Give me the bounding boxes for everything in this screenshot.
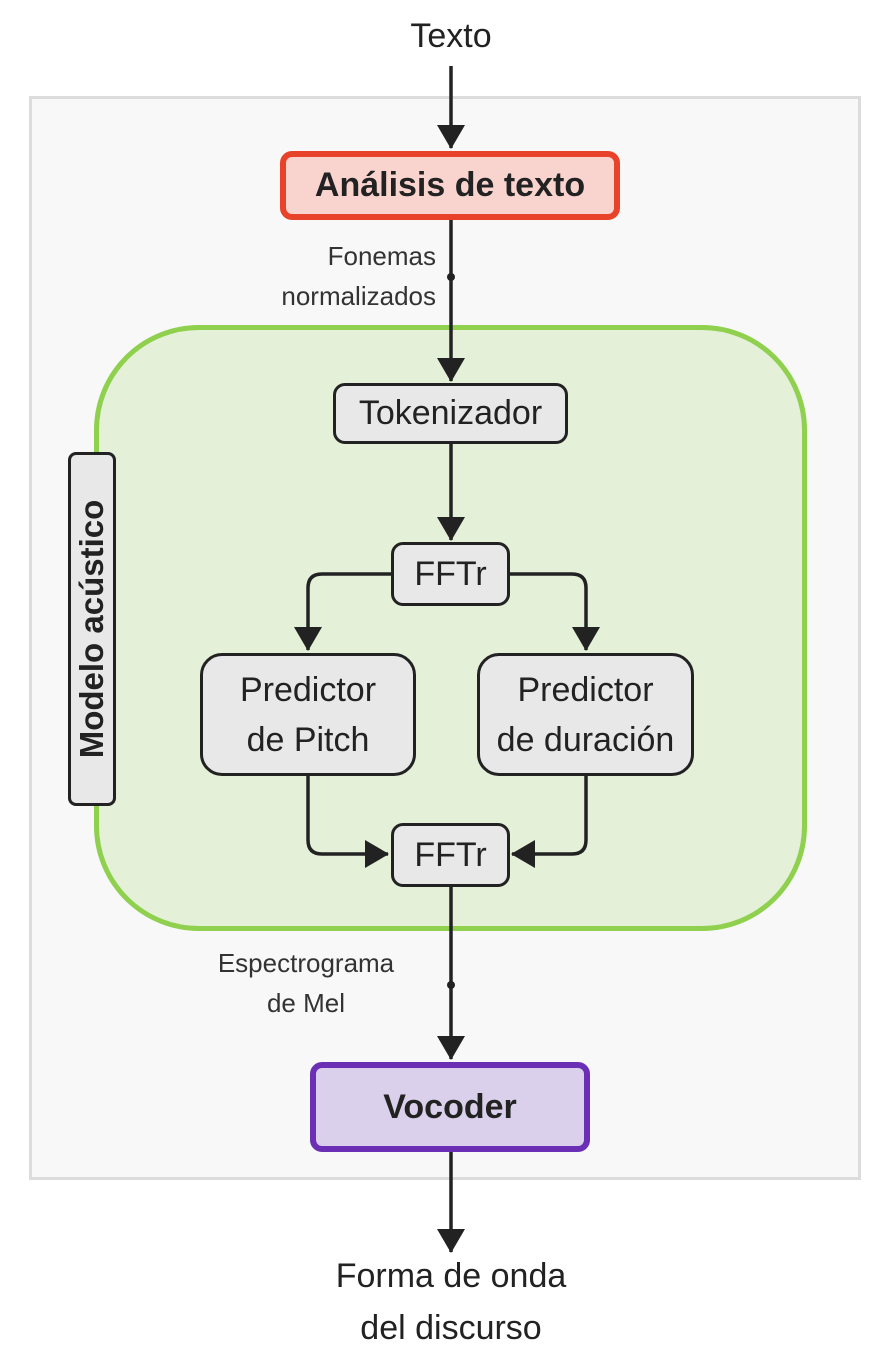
fftr-bottom-node: FFTr bbox=[391, 823, 510, 887]
vocoder-label: Vocoder bbox=[383, 1087, 517, 1126]
edge-fftr-to-duration bbox=[509, 572, 600, 651]
output-label: Forma de onda del discurso bbox=[335, 1257, 567, 1347]
edge-fftr-to-pitch bbox=[294, 572, 392, 651]
edge-label-mel: Espectrograma de Mel bbox=[217, 948, 395, 1018]
edge-label-anchor-2 bbox=[447, 981, 455, 989]
duration-predictor-node: Predictor de duración bbox=[477, 653, 694, 776]
vocoder-node: Vocoder bbox=[310, 1062, 590, 1152]
text-analysis-label: Análisis de texto bbox=[314, 166, 586, 204]
pitch-predictor-node: Predictor de Pitch bbox=[200, 653, 416, 776]
tokenizer-node: Tokenizador bbox=[333, 383, 568, 444]
tokenizer-label: Tokenizador bbox=[358, 394, 543, 432]
edge-pitch-to-fftr bbox=[306, 776, 389, 868]
edge-duration-to-fftr bbox=[511, 776, 588, 868]
fftr-top-label: FFTr bbox=[414, 554, 487, 593]
fftr-top-node: FFTr bbox=[391, 542, 510, 606]
fftr-bottom-label: FFTr bbox=[414, 835, 487, 874]
pitch-predictor-label: Predictor de Pitch bbox=[239, 670, 377, 759]
duration-predictor-label: Predictor de duración bbox=[496, 670, 675, 759]
input-label: Texto bbox=[410, 17, 492, 55]
acoustic-model-label: Modelo acústico bbox=[73, 499, 110, 759]
acoustic-model-tag: Modelo acústico bbox=[68, 452, 116, 806]
edge-label-anchor-1 bbox=[447, 273, 455, 281]
edge-label-phonemes: Fonemas normalizados bbox=[281, 241, 436, 311]
text-analysis-node: Análisis de texto bbox=[280, 151, 620, 220]
